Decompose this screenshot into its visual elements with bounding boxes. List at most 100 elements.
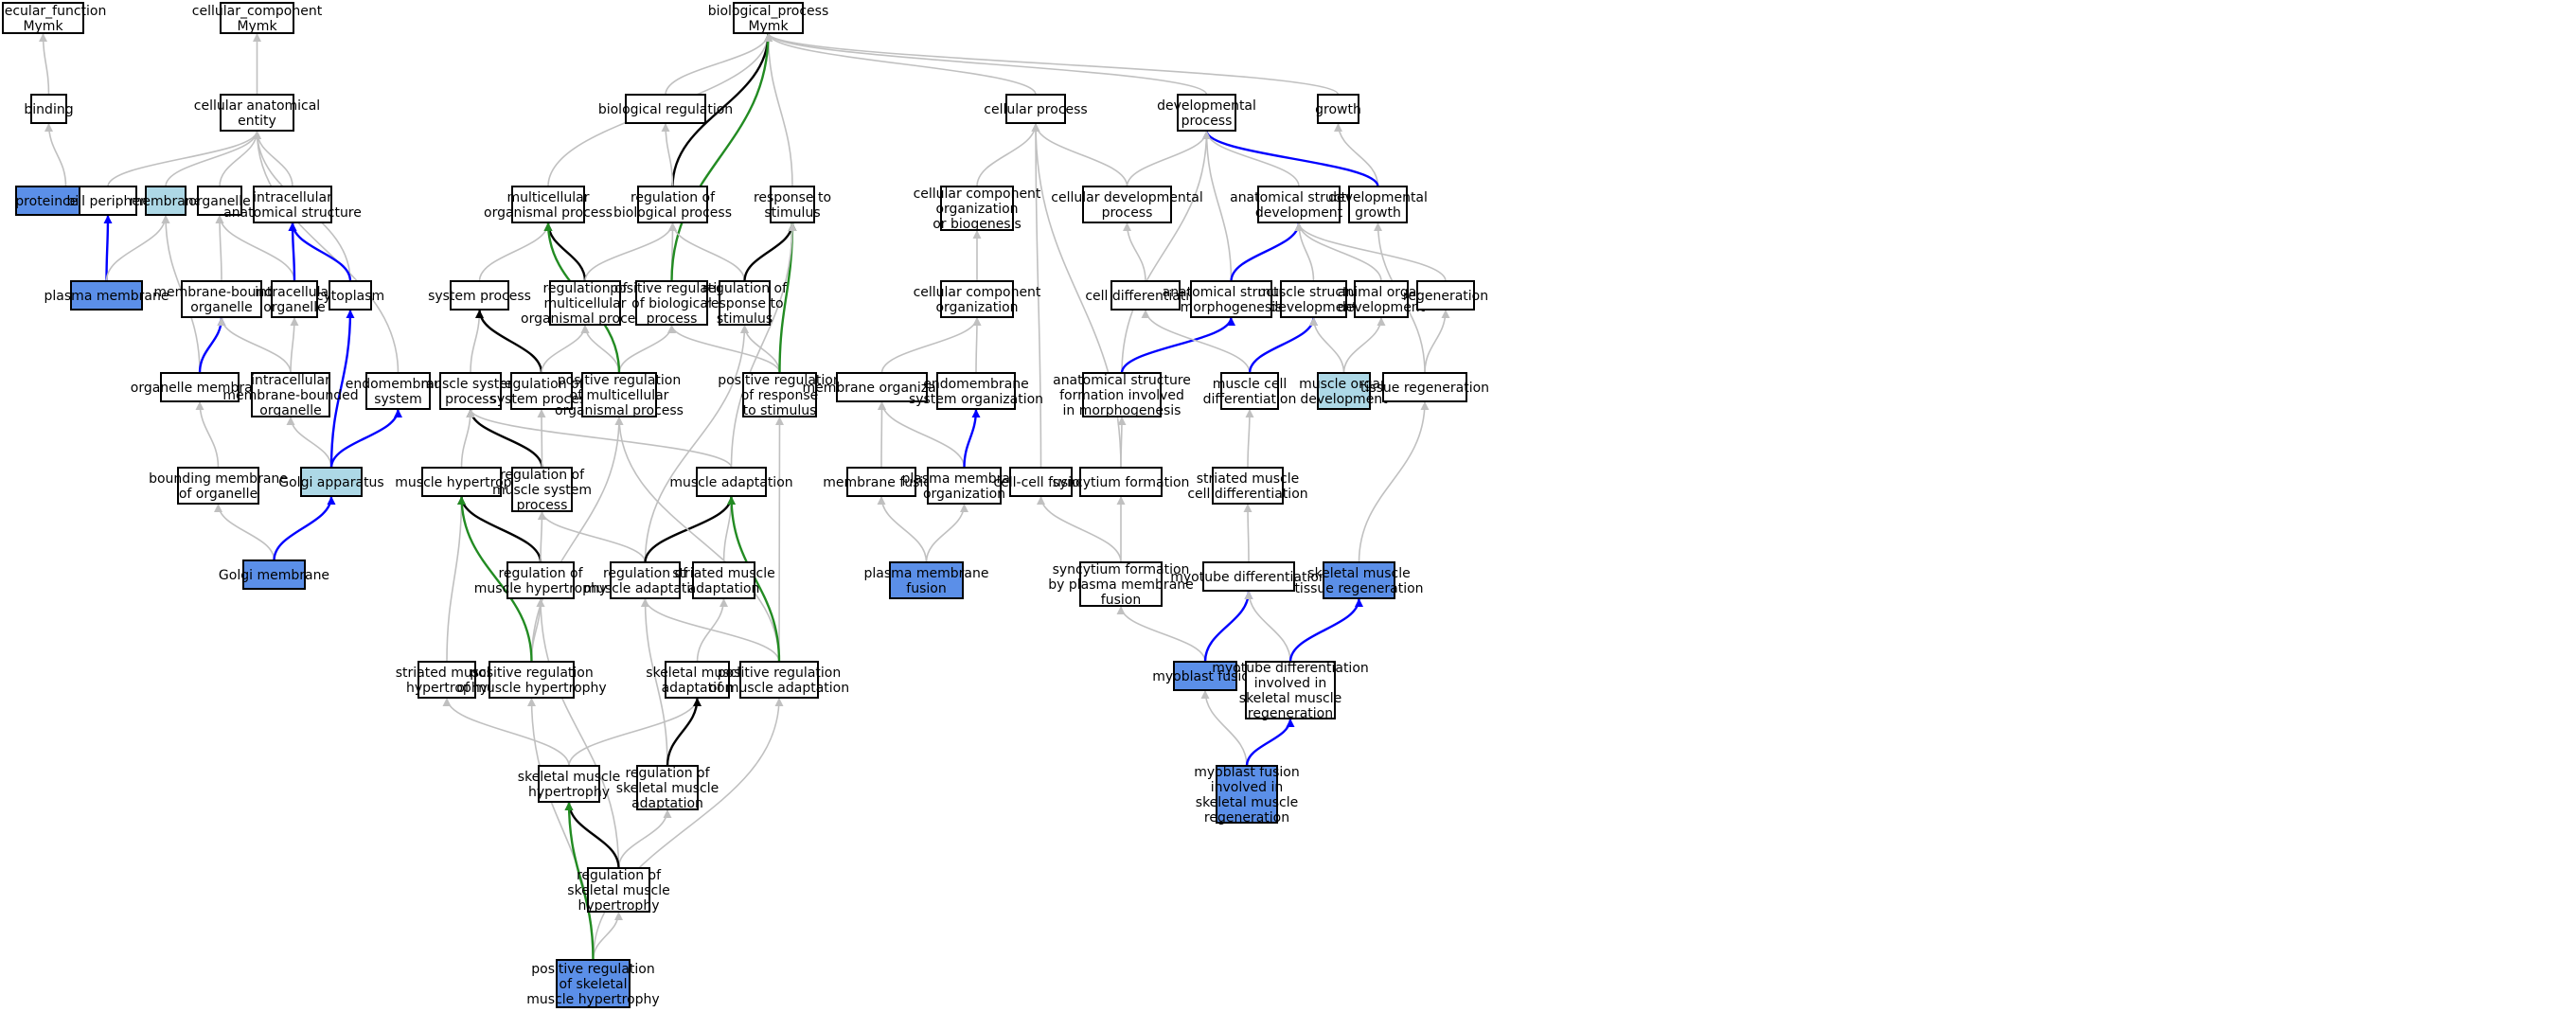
term-label-line: muscle cell <box>1213 377 1288 392</box>
term-box <box>637 186 708 223</box>
term-label-line: skeletal muscle <box>646 666 748 681</box>
term-label-line: regulation of <box>625 766 710 781</box>
term-label-line: regulation of <box>631 190 716 205</box>
term-label-line: myoblast fusion <box>1194 765 1300 780</box>
term-label-line: skeletal muscle <box>518 770 620 785</box>
term-label-line: multicellular <box>544 296 627 311</box>
term-bio-reg: biological regulation <box>598 94 733 124</box>
edge-is-a <box>667 324 781 374</box>
term-label-line: striated muscle <box>672 566 774 581</box>
term-box <box>1212 467 1284 505</box>
term-box <box>1079 467 1163 497</box>
term-label-line: or biogenesis <box>933 217 1022 232</box>
term-box <box>421 467 502 497</box>
term-label-line: positive regulation <box>558 373 681 388</box>
term-box <box>197 186 242 216</box>
term-box <box>417 661 476 699</box>
term-label-line: membrane fusion <box>823 475 939 490</box>
term-box <box>70 280 143 311</box>
edge-is-a <box>1116 605 1206 663</box>
edge-is-a <box>1244 590 1291 663</box>
edge-part-of <box>198 316 226 374</box>
term-box <box>1216 765 1278 824</box>
term-label-line: organismal process <box>521 311 649 327</box>
term-box <box>177 467 259 505</box>
term-box <box>846 467 916 497</box>
term-mh: muscle hypertrophy <box>395 467 528 497</box>
edge-is-a <box>105 214 170 282</box>
term-box <box>1079 561 1163 607</box>
term-label-line: fusion <box>906 581 946 596</box>
term-box <box>549 280 621 326</box>
term-label-line: positive regulation <box>531 962 654 977</box>
term-label-line: organelle membrane <box>131 381 269 396</box>
term-label-line: skeletal muscle <box>1239 691 1341 706</box>
edge-is-a <box>877 495 928 563</box>
term-box <box>739 661 819 699</box>
term-box <box>1317 372 1371 410</box>
term-ccf: cell-cell fusion <box>993 467 1089 497</box>
edge-is-a <box>878 400 966 469</box>
edge-is-a <box>1141 309 1251 374</box>
edge-is-a <box>1126 130 1211 187</box>
term-regeneration: regeneration <box>1403 280 1488 311</box>
edge-is-a <box>877 400 886 469</box>
term-box <box>1202 561 1295 592</box>
edge-regulates <box>564 801 620 869</box>
term-label-line: membrane <box>130 194 203 209</box>
term-cell-periphery: cell periphery <box>62 186 153 216</box>
edge-is-a <box>1121 130 1211 374</box>
term-label-line: organelle <box>188 194 250 209</box>
term-mem-org: membrane organization <box>802 372 962 402</box>
edge-positively-regulates <box>457 495 533 663</box>
term-label-line: bounding membrane <box>149 471 288 487</box>
term-label-line: cellular developmental <box>1051 190 1202 205</box>
edge-is-a <box>618 324 676 374</box>
term-label-line: organismal process <box>555 403 684 418</box>
term-label-line: cellular anatomical <box>194 98 320 114</box>
edge-is-a <box>568 697 702 767</box>
edge-is-a <box>1342 316 1386 374</box>
term-label-line: muscle hypertrophy <box>474 581 607 596</box>
edge-is-a <box>1037 495 1122 563</box>
term-label-line: process <box>647 311 698 327</box>
term-label-line: system process <box>490 392 594 407</box>
term-label-line: of skeletal <box>560 977 628 992</box>
term-label-line: regulation of <box>577 868 662 883</box>
term-label-line: tissue regeneration <box>1360 381 1489 396</box>
term-label-line: process <box>445 392 496 407</box>
term-box <box>636 765 699 810</box>
term-label-line: biological regulation <box>598 102 733 117</box>
term-label-line: positive regulation <box>470 666 593 681</box>
edge-is-a <box>1309 316 1345 374</box>
term-label-line: formation involved <box>1059 388 1184 403</box>
term-label-line: regulation of <box>702 281 788 296</box>
term-label-line: response to <box>754 190 831 205</box>
edge-is-a <box>880 316 982 374</box>
term-label-line: Mymk <box>23 19 63 34</box>
term-label-line: anatomical structure <box>1163 285 1301 300</box>
term-label-line: myotube differentiation <box>1170 570 1327 585</box>
term-label-line: development <box>1255 205 1343 221</box>
edge-is-a <box>527 697 595 961</box>
term-box <box>145 186 187 216</box>
edge-part-of <box>288 222 352 282</box>
term-myotube-diff: myotube differentiation <box>1170 561 1327 592</box>
term-label-line: cell periphery <box>62 194 153 209</box>
term-label-line: development <box>1300 392 1388 407</box>
term-label-line: developmental <box>1328 190 1428 205</box>
term-box <box>587 867 650 913</box>
edge-is-a <box>764 32 1340 96</box>
term-box <box>242 559 306 590</box>
term-label-line: development <box>1338 300 1426 315</box>
term-label-line: cytoplasm <box>316 289 384 304</box>
term-label-line: striated muscle <box>396 666 498 681</box>
edge-is-a <box>44 122 67 187</box>
